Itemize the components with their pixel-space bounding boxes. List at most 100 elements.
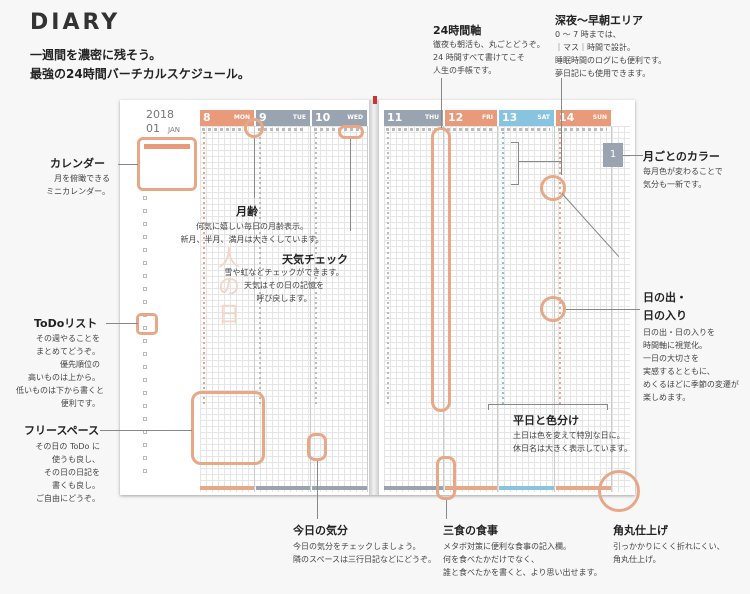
corner-desc-line: 引っかかりにくく折れにくい、 (613, 542, 725, 551)
todo-checkbox[interactable] (143, 261, 147, 265)
leader-hours (441, 78, 442, 128)
lead-line-2: 最強の24時間バーチカルスケジュール。 (30, 67, 250, 81)
day-checkbox-row (501, 128, 550, 131)
sun-desc-line: 一日の大切さを (643, 354, 699, 363)
todo-desc-line: その週やることを (36, 334, 100, 343)
hours-highlight (431, 127, 451, 412)
mood-desc-line: 今日の気分をチェックしましょう。 (293, 542, 421, 551)
todo-desc-line: 高いものは上から。 (28, 373, 100, 382)
lead-text: 一週間を濃密に残そう。 最強の24時間バーチカルスケジュール。 (30, 46, 250, 84)
day-checkbox-row (447, 128, 493, 131)
todo-checkbox[interactable] (143, 326, 147, 330)
sun-desc-line: めくるほどに季節の変遷が (643, 380, 739, 389)
day-number: 9 (259, 111, 267, 124)
todo-checkbox[interactable] (143, 456, 147, 460)
corner-title: 角丸仕上げ (613, 524, 668, 537)
todo-checkbox[interactable] (143, 287, 147, 291)
weekday-title: 平日と色分け (513, 414, 579, 427)
bracket-night-top (511, 142, 519, 143)
todo-checkbox[interactable] (143, 417, 147, 421)
todo-desc-line: 優先順位の (60, 360, 100, 369)
moon-title: 月齢 (236, 205, 258, 218)
todo-checkbox[interactable] (143, 443, 147, 447)
time-axis (559, 132, 561, 407)
leader-mood (317, 461, 318, 519)
free-desc-line: その日の日記を (44, 468, 100, 477)
todo-checkbox[interactable] (143, 391, 147, 395)
bracket-weekday-l (488, 404, 489, 410)
todo-checkbox[interactable] (143, 209, 147, 213)
day-number: 8 (203, 111, 211, 124)
todo-checkbox[interactable] (143, 300, 147, 304)
moon-desc-line: 何気に嬉しい毎日の月齢表示。 (196, 222, 308, 231)
todo-checkbox[interactable] (143, 469, 147, 473)
day-number: 14 (559, 111, 575, 124)
day-column-divider (310, 126, 311, 492)
night-highlight (540, 175, 566, 201)
day-checkbox-row (258, 128, 306, 131)
left-page-grid (200, 126, 367, 492)
leader-weather (350, 139, 351, 231)
day-checkbox-row (202, 128, 250, 131)
hours-desc-line: 24 時間すべて書けてこそ (433, 53, 525, 62)
night-desc-line: 夢日記にも使用できます。 (555, 69, 651, 78)
meals-desc: メタボ対策に便利な食事の記入欄。 何を食べたかだけでなく、 誰と食べたかを書くと… (443, 540, 602, 579)
sun-desc-line: 時間軸に視覚化。 (643, 341, 707, 350)
todo-checkbox[interactable] (143, 352, 147, 356)
page-title: DIARY (30, 10, 121, 35)
todo-checkbox[interactable] (143, 274, 147, 278)
day-week: SAT (537, 114, 550, 121)
todo-checkbox[interactable] (143, 378, 147, 382)
day-number: 10 (315, 111, 331, 124)
meals-highlight (436, 456, 456, 500)
day-number: 12 (448, 111, 464, 124)
day-footer-bar (312, 486, 367, 490)
calendar-desc: 月を俯瞰できる ミニカレンダー。 (36, 172, 110, 198)
day-column-divider (254, 126, 255, 492)
bracket-night-bottom (511, 184, 519, 185)
day-checkbox-row (558, 128, 607, 131)
moon-desc: 何気に嬉しい毎日の月齢表示。 新月、半月、満月は大きくしています。 (146, 220, 358, 246)
day-number: 13 (502, 111, 518, 124)
day-week: SUN (592, 114, 607, 121)
todo-checkbox[interactable] (143, 196, 147, 200)
todo-checkbox[interactable] (143, 404, 147, 408)
weather-title: 天気チェック (282, 253, 348, 266)
sun-title: 日の出・ 日の入り (643, 289, 687, 325)
sunset-highlight (540, 296, 566, 322)
time-axis (259, 132, 261, 407)
color-title: 月ごとのカラー (643, 150, 720, 163)
free-desc-line: その日の ToDo に (35, 442, 100, 451)
todo-checkbox[interactable] (143, 339, 147, 343)
weather-desc-line: 呼び戻します。 (256, 294, 312, 303)
sun-desc: 日の出・日の入りを 時間軸に視覚化。 一日の大切さを 実感するとともに、 めくる… (643, 326, 739, 404)
sun-desc-line: 実感するとともに、 (643, 367, 715, 376)
hours-desc-line: 徹夜も朝活も、丸ごとどうぞ。 (433, 40, 545, 49)
holiday-watermark-text: 人の日 (218, 247, 241, 328)
todo-checkbox[interactable] (143, 365, 147, 369)
night-desc-line: 0 ～ 7 時までは、 (555, 30, 621, 39)
month-color-tab[interactable]: 1 (603, 143, 623, 167)
todo-checkbox[interactable] (143, 222, 147, 226)
day-footer-bar (445, 486, 497, 490)
bracket-weekday (488, 404, 608, 405)
night-title: 深夜～早朝エリア (555, 14, 643, 27)
night-desc-line: ｜マス｜時間で設計。 (555, 43, 635, 52)
calendar-title: カレンダー (50, 157, 105, 170)
day-week: THU (425, 114, 439, 121)
todo-checkbox[interactable] (143, 235, 147, 239)
free-desc-line: ご自由にどうぞ。 (36, 494, 100, 503)
day-header-14: 14 SUN (556, 110, 611, 126)
month-name: JAN (168, 126, 180, 134)
color-desc: 毎月色が変わることで 気分も一新です。 (643, 165, 723, 191)
meals-title: 三食の食事 (443, 524, 498, 537)
calendar-highlight (137, 137, 197, 191)
day-footer-bar (256, 486, 310, 490)
todo-checkbox[interactable] (143, 248, 147, 252)
weather-desc-line: 天気はその日の記憶を (244, 281, 324, 290)
bookmark-ribbon (373, 96, 377, 104)
